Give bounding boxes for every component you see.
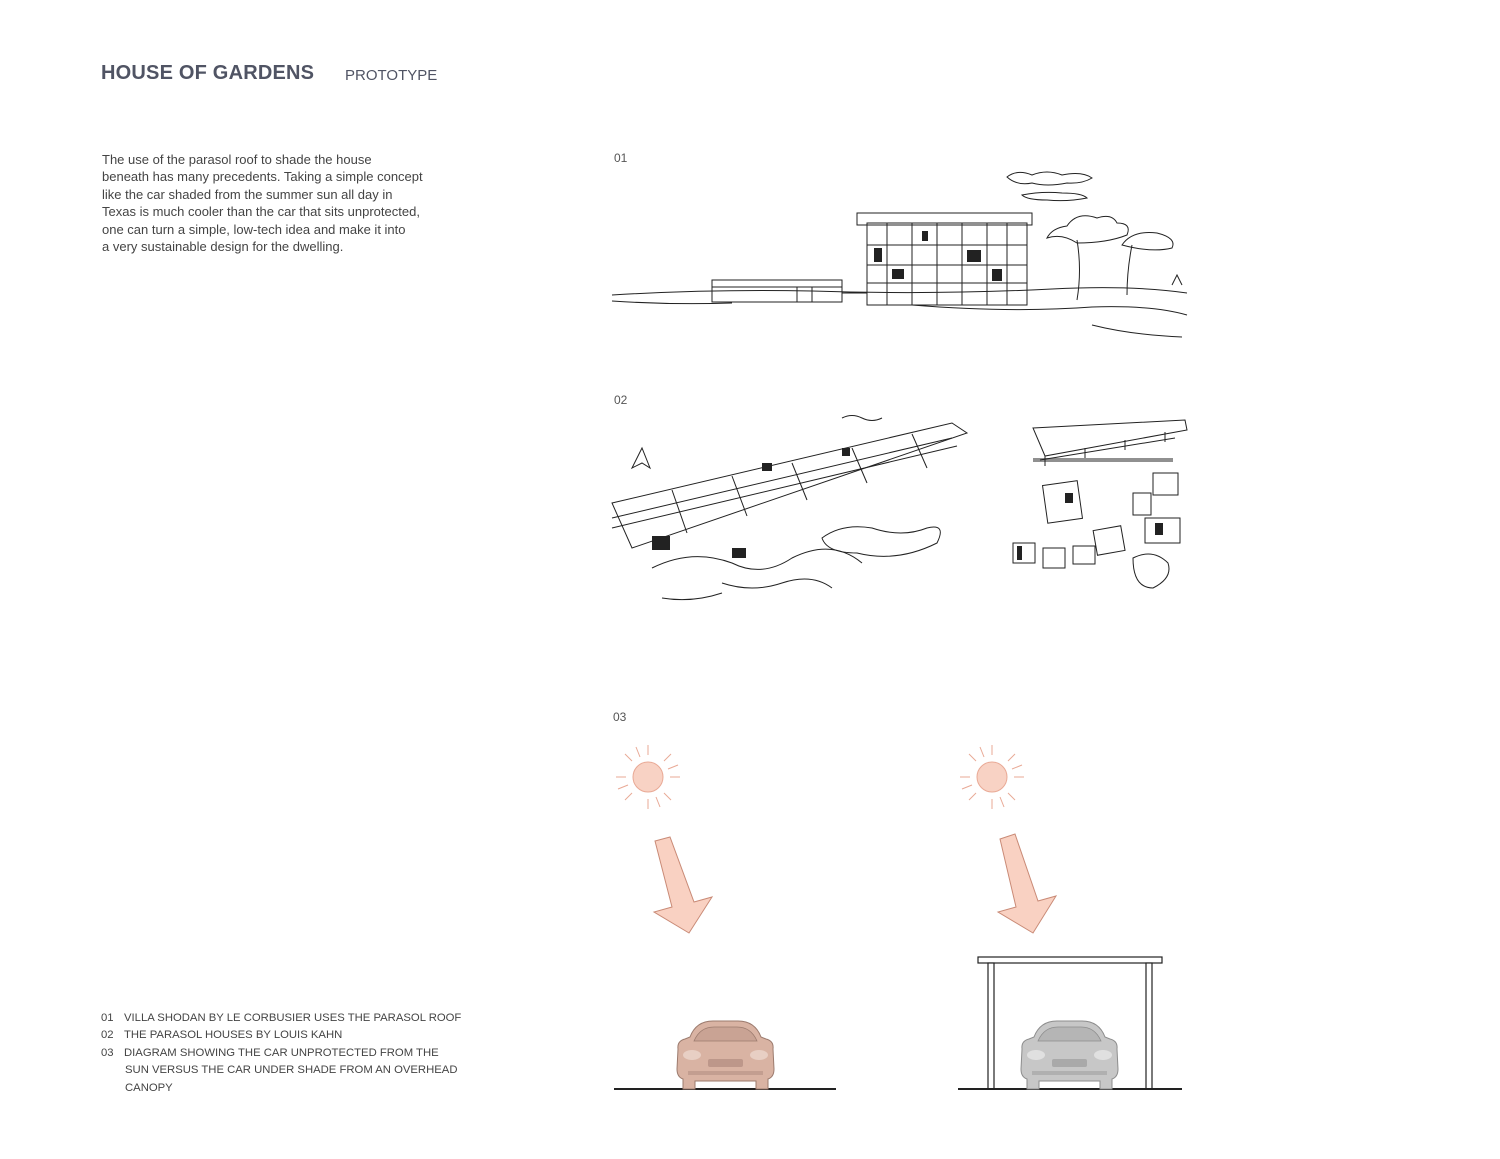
figure-label-02: 02: [614, 393, 628, 407]
figure-label-03: 03: [613, 710, 627, 724]
caption-number: 03: [101, 1046, 114, 1059]
caption-number: 02: [101, 1029, 114, 1042]
caption-text: SUN VERSUS THE CAR UNDER SHADE FROM AN O…: [125, 1064, 458, 1077]
caption-item: 03 DIAGRAM SHOWING THE CAR UNPROTECTED FR…: [101, 1045, 461, 1062]
arrow-down-right-icon: [652, 836, 714, 934]
arrow-down-right-icon: [996, 833, 1058, 934]
description-line: one can turn a simple, low-tech idea and…: [102, 221, 406, 237]
sun-car-diagram: [614, 744, 1182, 1090]
description-line: Texas is much cooler than the car that s…: [102, 204, 420, 220]
caption-item: 01 VILLA SHODAN BY LE CORBUSIER USES THE …: [101, 1010, 461, 1027]
description-line: The use of the parasol roof to shade the…: [102, 152, 372, 167]
caption-text: DIAGRAM SHOWING THE CAR UNPROTECTED FROM…: [124, 1046, 439, 1059]
caption-item: 02 THE PARASOL HOUSES BY LOUIS KAHN: [101, 1027, 461, 1044]
description-line: a very sustainable design for the dwelli…: [102, 239, 344, 255]
figure-captions: 01 VILLA SHODAN BY LE CORBUSIER USES THE …: [101, 1010, 461, 1097]
description-paragraph: The use of the parasol roof to shade the…: [102, 151, 462, 255]
caption-text: THE PARASOL HOUSES BY LOUIS KAHN: [124, 1029, 343, 1042]
car-icon: [1020, 1020, 1119, 1090]
villa-shodan-sketch: [611, 171, 1188, 338]
description-line: like the car shaded from the summer sun …: [102, 186, 393, 202]
caption-text: CANOPY: [125, 1081, 173, 1094]
caption-number: 01: [101, 1012, 114, 1024]
page-subtitle: PROTOTYPE: [345, 67, 438, 84]
car-icon: [676, 1020, 775, 1090]
sun-icon: [615, 744, 681, 810]
figure-label-01: 01: [614, 151, 628, 165]
canopy-icon: [977, 956, 1163, 1090]
parasol-houses-aerial-sketch: [611, 415, 969, 601]
caption-text: VILLA SHODAN BY LE CORBUSIER USES THE PA…: [124, 1012, 462, 1024]
page-title: HOUSE OF GARDENS: [101, 62, 315, 84]
sun-icon: [959, 744, 1025, 810]
parasol-house-exploded-sketch: [1012, 419, 1188, 589]
description-line: beneath has many precedents. Taking a si…: [102, 169, 423, 185]
